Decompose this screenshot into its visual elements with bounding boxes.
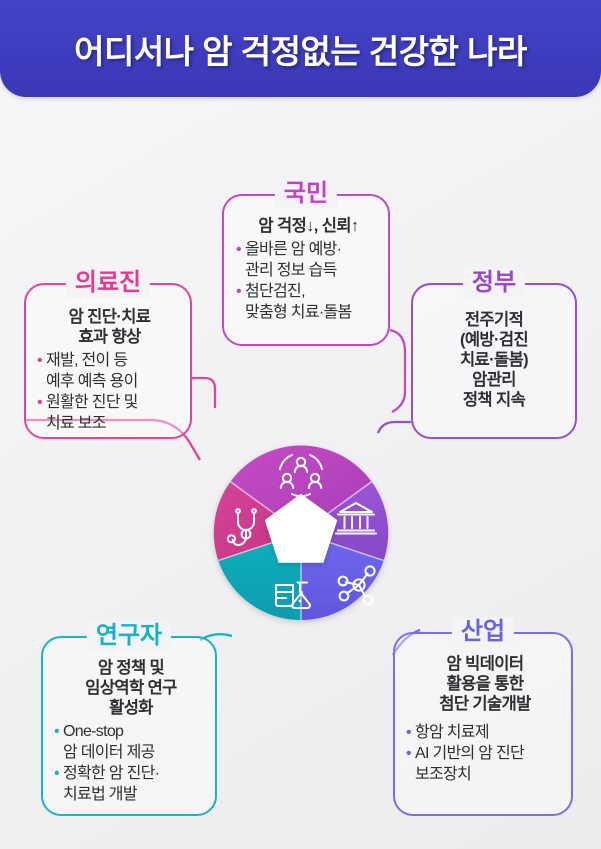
callout-box-gov[interactable]: 정부 전주기적 (예방·검진 치료·돌봄) 암관리 정책 지속 [411, 268, 577, 439]
list-item-cont: 암 데이터 제공 [51, 743, 211, 763]
callout-bullets-medical: • 재발, 전이 등 예후 예측 용이 • 원활한 진단 및 치료 보조 [34, 351, 185, 434]
callout-title-citizen: 국민 [274, 179, 338, 209]
lead-line: 암관리 [472, 371, 516, 389]
lead-line: 치료·돌봄) [459, 351, 529, 369]
wheel-segment-citizen [230, 445, 372, 533]
callout-frame-research [41, 636, 217, 816]
stethoscope-icon [226, 508, 257, 547]
bullet-line: 올바른 암 예방· [245, 241, 342, 258]
bullet-dot-icon: • [37, 394, 43, 411]
list-item: • 항암 치료제 [403, 723, 567, 743]
callout-title-industry: 산업 [451, 617, 515, 647]
bullet-line: 정확한 암 진단· [63, 765, 160, 782]
list-item-cont: 관리 정보 습득 [233, 261, 384, 281]
lead-line: 임상역학 연구 [85, 679, 177, 697]
list-item: • One-stop [51, 722, 211, 742]
lead-line: (예방·검진 [459, 331, 529, 349]
bullet-line: 재발, 전이 등 [46, 352, 128, 369]
callout-title-medical: 의료진 [65, 268, 151, 298]
molecule-icon [337, 565, 376, 606]
wheel-center-hub [264, 493, 338, 563]
wheel-segment-medical [213, 481, 301, 561]
bullet-line: 관리 정보 습득 [245, 262, 337, 279]
lab-flask-icon [275, 581, 311, 609]
bullet-line: 치료법 개발 [63, 786, 138, 803]
callout-lead-research: 암 정책 및 임상역학 연구 활성화 [51, 658, 211, 718]
bullet-dot-icon: • [236, 283, 242, 300]
list-item: • 원활한 진단 및 [34, 393, 185, 413]
callout-lead-citizen: 암 걱정↓, 신뢰↑ [233, 216, 384, 236]
bullet-line: AI 기반의 암 진단 [415, 745, 525, 762]
bullet-dot-icon: • [406, 724, 412, 741]
callout-bullets-industry: • 항암 치료제 • AI 기반의 암 진단 보조장치 [403, 723, 567, 785]
bullet-dot-icon: • [54, 765, 60, 782]
callout-box-industry[interactable]: 산업 암 빅데이터 활용을 통한 첨단 기술개발 • 항암 치료제 • AI 기… [393, 617, 573, 816]
callout-lead-industry: 암 빅데이터 활용을 통한 첨단 기술개발 [403, 654, 567, 714]
list-item: • AI 기반의 암 진단 [403, 744, 567, 764]
list-item: • 올바른 암 예방· [233, 240, 384, 260]
list-item: • 정확한 암 진단· [51, 764, 211, 784]
lead-line: 활성화 [109, 699, 153, 717]
bullet-dot-icon: • [406, 745, 412, 762]
bullet-line: 암 데이터 제공 [63, 744, 155, 761]
lead-line: 정책 지속 [462, 391, 526, 409]
callout-title-research: 연구자 [86, 621, 172, 651]
bullet-line: 치료 보조 [46, 415, 107, 432]
five-sector-wheel [181, 413, 421, 653]
bullet-dot-icon: • [236, 241, 242, 258]
list-item-cont: 예후 예측 용이 [34, 372, 185, 392]
callout-bullets-citizen: • 올바른 암 예방· 관리 정보 습득 • 첨단검진, 맞춤형 치료·돌봄 [233, 240, 384, 323]
lead-line: 암 정책 및 [97, 659, 165, 677]
bullet-dot-icon: • [37, 352, 43, 369]
callout-box-medical[interactable]: 의료진 암 진단·치료 효과 향상 • 재발, 전이 등 예후 예측 용이 [24, 268, 192, 439]
callout-frame-industry [393, 632, 573, 816]
callout-bullets-research: • One-stop 암 데이터 제공 • 정확한 암 진단· 치료법 개발 [51, 722, 211, 805]
list-item-cont: 치료 보조 [34, 414, 185, 434]
bullet-line: One-stop [63, 723, 124, 740]
list-item-cont: 치료법 개발 [51, 785, 211, 805]
callout-frame-medical [24, 283, 192, 439]
lead-line: 암 걱정↓, 신뢰↑ [258, 217, 359, 235]
people-group-icon [279, 454, 323, 498]
callout-lead-gov: 전주기적 (예방·검진 치료·돌봄) 암관리 정책 지속 [419, 310, 569, 410]
bank-building-icon [335, 502, 377, 535]
list-item-cont: 맞춤형 치료·돌봄 [233, 303, 384, 323]
bullet-dot-icon: • [54, 723, 60, 740]
list-item: • 재발, 전이 등 [34, 351, 185, 371]
lead-line: 효과 향상 [78, 328, 141, 346]
callout-lead-medical: 암 진단·치료 효과 향상 [34, 307, 185, 347]
lead-line: 전주기적 [464, 311, 524, 329]
page-title: 어디서나 암 걱정없는 건강한 나라 [74, 32, 527, 70]
callout-box-research[interactable]: 연구자 암 정책 및 임상역학 연구 활성화 • One-stop 암 데이터 … [41, 621, 217, 816]
bullet-line: 예후 예측 용이 [46, 373, 138, 390]
list-item: • 첨단검진, [233, 282, 384, 302]
callout-box-citizen[interactable]: 국민 암 걱정↓, 신뢰↑ • 올바른 암 예방· 관리 정보 습득 • 첨단검… [222, 179, 390, 346]
header-banner: 어디서나 암 걱정없는 건강한 나라 [0, 0, 601, 97]
lead-line: 암 진단·치료 [68, 308, 151, 326]
bullet-line: 항암 치료제 [415, 724, 490, 741]
callout-title-gov: 정부 [462, 268, 526, 298]
bullet-line: 첨단검진, [245, 283, 306, 300]
bullet-line: 보조장치 [415, 766, 472, 783]
lead-line: 첨단 기술개발 [439, 695, 531, 713]
lead-line: 활용을 통한 [446, 675, 524, 693]
bullet-line: 맞춤형 치료·돌봄 [245, 304, 352, 321]
list-item-cont: 보조장치 [403, 765, 567, 785]
bullet-line: 원활한 진단 및 [46, 394, 138, 411]
lead-line: 암 빅데이터 [446, 655, 524, 673]
